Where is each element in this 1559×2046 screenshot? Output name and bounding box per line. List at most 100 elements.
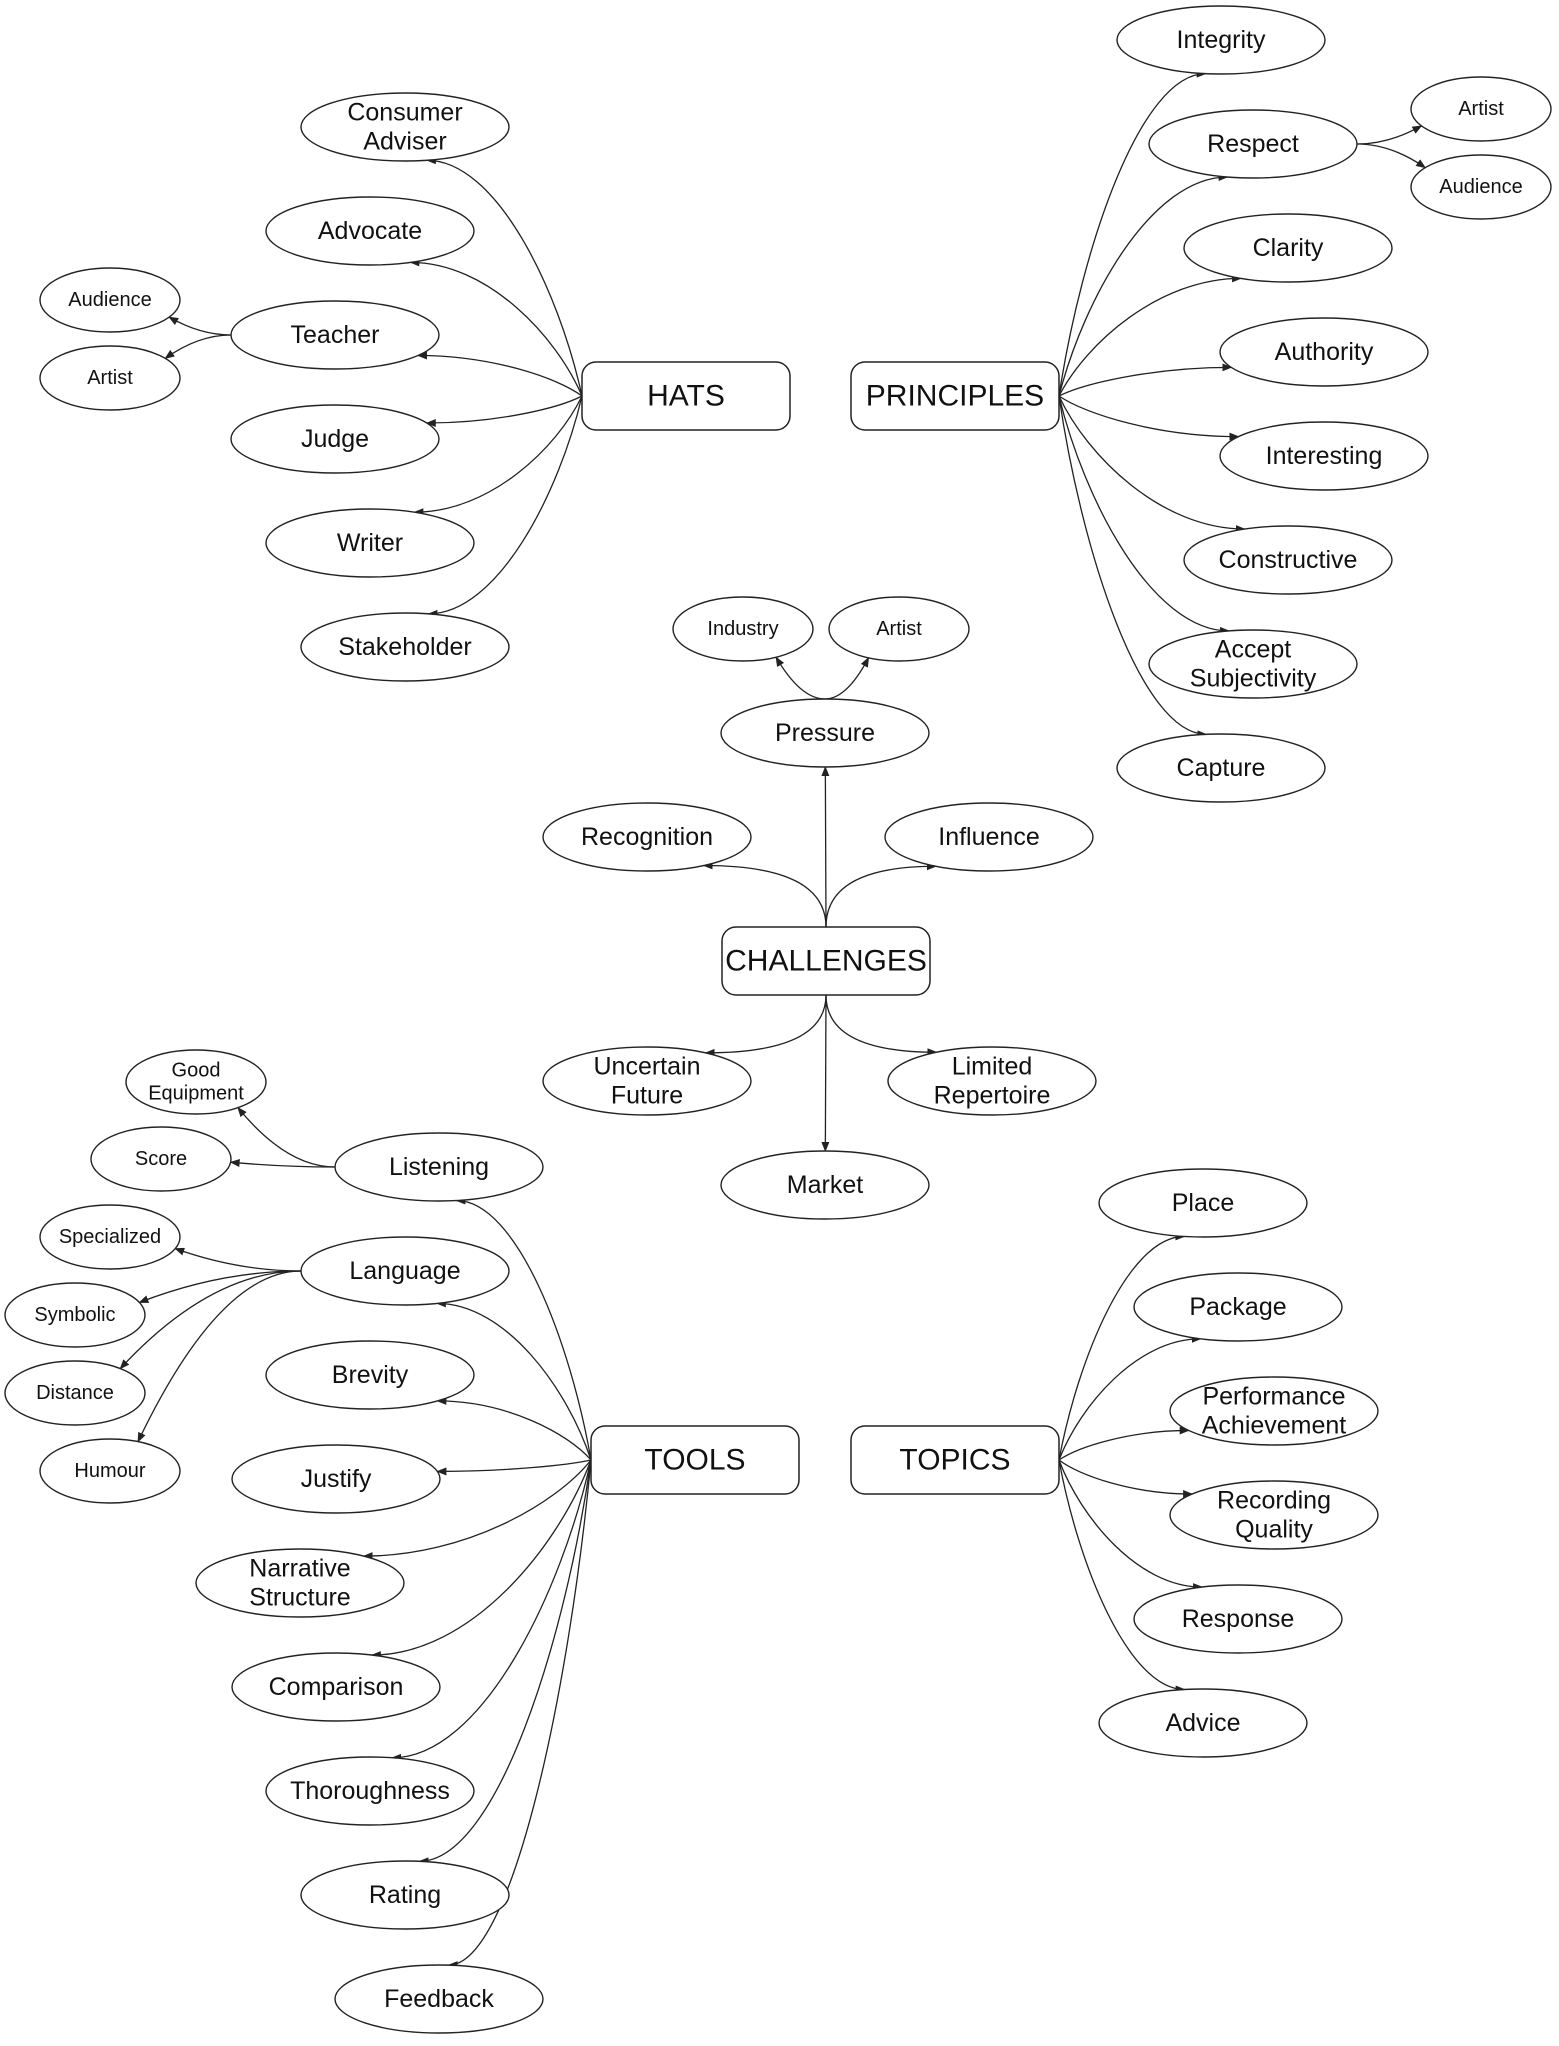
node-good-equipment-label-line-1: Good xyxy=(172,1060,221,1082)
node-capture-ellipse xyxy=(1116,733,1326,803)
node-rating-label: Rating xyxy=(369,1881,441,1909)
node-uncertain-future-label-line-1: Uncertain xyxy=(594,1053,701,1081)
edge-principles-to-respect xyxy=(1058,172,1229,397)
edge-challenges-to-market xyxy=(821,994,830,1152)
node-pressure-label: Pressure xyxy=(775,719,875,747)
hub-challenges-box xyxy=(721,926,931,996)
edge-topics-to-performance-achievement xyxy=(1058,1426,1190,1461)
node-limited-repertoire-label-line-2: Repertoire xyxy=(934,1081,1051,1109)
node-narrative-structure-label-line-2: Structure xyxy=(249,1583,350,1611)
node-clarity-ellipse xyxy=(1183,213,1393,283)
node-listening-label: Listening xyxy=(389,1153,489,1181)
node-listening-ellipse xyxy=(334,1132,544,1202)
node-respect-audience-ellipse xyxy=(1410,154,1552,220)
edge-hats-to-stakeholder xyxy=(427,395,583,618)
node-performance-achievement-label-line-2: Achievement xyxy=(1202,1411,1347,1439)
edge-principles-to-constructive xyxy=(1058,395,1246,534)
edge-hats-to-judge xyxy=(425,395,583,428)
node-judge-label: Judge xyxy=(301,425,369,453)
node-specialized-label: Specialized xyxy=(59,1226,161,1248)
edge-pressure-to-pressure-artist xyxy=(824,656,870,700)
node-thoroughness: Thoroughness xyxy=(265,1756,475,1826)
node-respect-audience-label: Audience xyxy=(1439,176,1522,198)
node-language-ellipse xyxy=(300,1236,510,1306)
node-score-label: Score xyxy=(135,1148,187,1170)
node-integrity-label: Integrity xyxy=(1177,26,1266,54)
node-teacher: Teacher xyxy=(230,300,440,370)
hub-topics-label: TOPICS xyxy=(899,1444,1010,1477)
node-humour-ellipse xyxy=(39,1438,181,1504)
node-good-equipment-label-line-2: Equipment xyxy=(148,1083,244,1105)
node-pressure-industry-ellipse xyxy=(672,596,814,662)
edge-tools-to-justify xyxy=(436,1459,592,1476)
edge-principles-to-clarity xyxy=(1058,274,1243,397)
node-writer-label: Writer xyxy=(337,529,403,557)
node-recording-quality-ellipse xyxy=(1169,1480,1379,1550)
node-narrative-structure-label-line-1: Narrative xyxy=(249,1555,350,1583)
node-response-ellipse xyxy=(1133,1584,1343,1654)
node-respect-audience: Audience xyxy=(1410,154,1552,220)
node-distance-label: Distance xyxy=(36,1382,114,1404)
edge-principles-to-capture xyxy=(1058,395,1208,739)
node-performance-achievement-ellipse xyxy=(1169,1376,1379,1446)
node-market-ellipse xyxy=(720,1150,930,1220)
node-integrity: Integrity xyxy=(1116,5,1326,75)
node-score-ellipse xyxy=(90,1126,232,1192)
node-respect-artist-label: Artist xyxy=(1458,98,1504,120)
edge-teacher-to-teacher-artist xyxy=(164,334,232,359)
node-recording-quality-label-line-2: Quality xyxy=(1235,1515,1313,1543)
node-market: Market xyxy=(720,1150,930,1220)
node-advocate: Advocate xyxy=(265,196,475,266)
edge-challenges-to-uncertain-future xyxy=(704,994,827,1057)
node-teacher-label: Teacher xyxy=(291,321,380,349)
node-pressure-artist-label: Artist xyxy=(876,618,922,640)
edge-tools-to-rating xyxy=(418,1459,592,1866)
edge-challenges-to-pressure xyxy=(821,766,830,928)
node-distance: Distance xyxy=(4,1360,146,1426)
node-language-label: Language xyxy=(349,1257,460,1285)
hub-hats-box xyxy=(581,361,791,431)
edge-tools-to-listening xyxy=(455,1196,592,1461)
node-response: Response xyxy=(1133,1584,1343,1654)
node-pressure-industry-label: Industry xyxy=(707,618,778,640)
node-teacher-artist-label: Artist xyxy=(87,367,133,389)
edge-language-to-distance xyxy=(119,1270,302,1370)
node-consumer-adviser-label-line-2: Adviser xyxy=(363,127,446,155)
edge-principles-to-authority xyxy=(1058,363,1233,397)
node-language: Language xyxy=(300,1236,510,1306)
node-judge-ellipse xyxy=(230,404,440,474)
node-interesting-label: Interesting xyxy=(1266,442,1383,470)
hub-principles-label: PRINCIPLES xyxy=(866,380,1044,413)
node-symbolic: Symbolic xyxy=(4,1282,146,1348)
node-feedback-label: Feedback xyxy=(384,1985,494,2013)
node-stakeholder-label: Stakeholder xyxy=(338,633,471,661)
node-influence: Influence xyxy=(884,802,1094,872)
node-brevity: Brevity xyxy=(265,1340,475,1410)
edge-challenges-to-influence xyxy=(825,862,938,928)
node-place: Place xyxy=(1098,1168,1308,1238)
edge-respect-to-respect-artist xyxy=(1356,125,1423,145)
node-humour: Humour xyxy=(39,1438,181,1504)
node-influence-ellipse xyxy=(884,802,1094,872)
node-authority-ellipse xyxy=(1219,317,1429,387)
edge-topics-to-package xyxy=(1058,1334,1202,1461)
node-pressure: Pressure xyxy=(720,698,930,768)
node-justify-ellipse xyxy=(231,1444,441,1514)
edge-tools-to-feedback xyxy=(447,1459,592,1970)
node-recognition: Recognition xyxy=(542,802,752,872)
node-uncertain-future-ellipse xyxy=(542,1046,752,1116)
edge-tools-to-narrative-structure xyxy=(362,1459,592,1561)
edge-hats-to-advocate xyxy=(409,258,583,397)
node-advocate-label: Advocate xyxy=(318,217,422,245)
edge-tools-to-comparison xyxy=(370,1459,592,1660)
node-comparison-label: Comparison xyxy=(269,1673,404,1701)
hub-hats-label: HATS xyxy=(647,380,725,413)
edge-respect-to-respect-audience xyxy=(1356,143,1427,169)
node-performance-achievement-label-line-1: Performance xyxy=(1202,1383,1345,1411)
node-rating: Rating xyxy=(300,1860,510,1930)
